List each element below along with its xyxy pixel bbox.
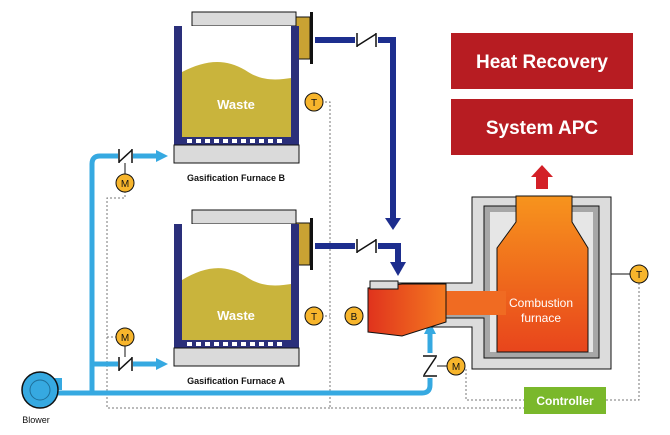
air-valve-a xyxy=(118,357,133,371)
svg-text:T: T xyxy=(311,312,317,323)
flue-gas-up-arrow xyxy=(531,165,553,189)
combustion-label-line1: Combustion xyxy=(509,296,573,310)
syngas-ducts xyxy=(315,37,401,264)
blower-label: Blower xyxy=(22,415,50,425)
motor-valve-combustion: M xyxy=(437,356,466,376)
controller-box: Controller xyxy=(524,387,606,414)
temperature-sensor-a: T xyxy=(304,306,324,326)
heat-recovery-box: Heat Recovery xyxy=(451,33,633,89)
svg-text:T: T xyxy=(311,98,317,109)
controller-label: Controller xyxy=(536,394,594,408)
svg-text:T: T xyxy=(636,270,642,281)
waste-label-b: Waste xyxy=(217,97,255,112)
svg-text:M: M xyxy=(121,333,129,344)
gasification-furnace-a: Waste Gasification Furnace A xyxy=(173,209,313,386)
combustion-furnace: Combustion furnace xyxy=(367,195,612,370)
air-valve-combustion xyxy=(423,355,437,377)
svg-text:B: B xyxy=(351,312,358,323)
combustion-label-line2: furnace xyxy=(521,311,561,325)
svg-text:M: M xyxy=(121,179,129,190)
furnace-b-caption: Gasification Furnace B xyxy=(187,173,286,183)
burner-tag: B xyxy=(344,306,364,326)
temperature-sensor-b: T xyxy=(304,92,324,112)
blower: Blower xyxy=(21,371,62,425)
waste-label-a: Waste xyxy=(217,308,255,323)
syngas-arrowheads xyxy=(385,218,406,276)
system-apc-box: System APC xyxy=(451,99,633,155)
system-apc-label: System APC xyxy=(486,118,599,139)
svg-text:M: M xyxy=(452,362,460,373)
blower-icon xyxy=(21,371,59,409)
syngas-valve-b xyxy=(356,33,377,47)
air-valve-b xyxy=(118,149,133,163)
furnace-a-caption: Gasification Furnace A xyxy=(187,376,285,386)
air-lines xyxy=(58,153,433,396)
gasification-furnace-b: Waste Gasification Furnace B xyxy=(173,11,313,183)
temperature-sensor-combustion: T xyxy=(611,264,649,284)
heat-recovery-label: Heat Recovery xyxy=(476,52,608,73)
motor-valve-a: M xyxy=(115,327,135,357)
syngas-valve-a xyxy=(356,239,377,253)
motor-valve-b: M xyxy=(115,163,135,193)
